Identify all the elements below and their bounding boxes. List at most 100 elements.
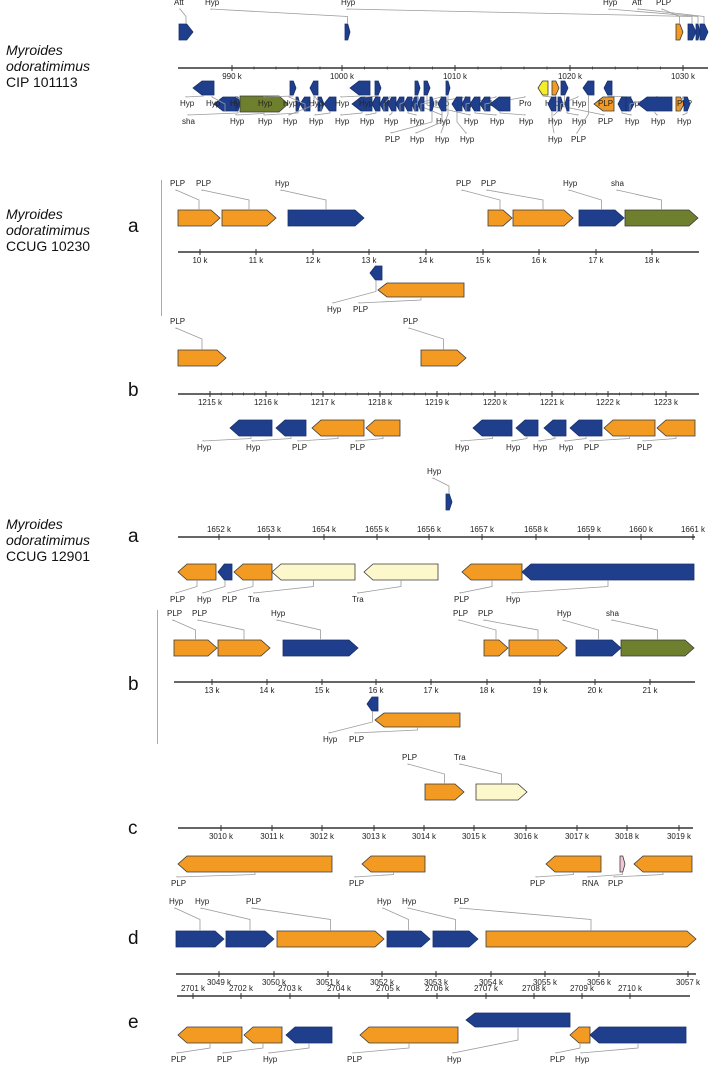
gene-label: PLP — [167, 609, 182, 618]
gene-arrow-hyp: PLP — [385, 96, 435, 144]
axis-tick-label: 18 k — [479, 686, 495, 695]
gene-shape — [414, 80, 421, 96]
axis-tick-label: 20 k — [587, 686, 603, 695]
gene-shape — [285, 1026, 333, 1044]
gene-shape — [461, 563, 523, 581]
gene-shape — [177, 349, 227, 367]
gene-arrow-hyp: Hyp — [563, 179, 625, 227]
gene-leader-line — [465, 96, 497, 111]
gene-leader-line — [365, 111, 377, 116]
gene-label: Hyp — [410, 135, 425, 144]
gene-leader-line — [616, 189, 662, 210]
gene-shape — [377, 282, 465, 298]
gene-shape — [366, 696, 379, 712]
gene-arrow-plp: PLP — [292, 419, 365, 452]
gene-leader-line — [288, 96, 306, 111]
axis-tick-label: 2705 k — [376, 984, 401, 993]
gene-label: PLP — [598, 117, 613, 126]
gene-shape — [569, 1026, 591, 1044]
gene-leader-line — [340, 111, 363, 116]
gene-shape — [287, 209, 365, 227]
panel-bracket — [157, 610, 158, 744]
gene-arrow-hyp: Hyp — [403, 96, 425, 126]
axis-tick-label: 1661 k — [681, 525, 706, 534]
gene-leader-line — [456, 111, 467, 135]
gene-arrow-plp: PLP — [637, 419, 696, 452]
gene-label: Hyp — [460, 135, 475, 144]
gene-shape — [624, 209, 699, 227]
gene-shape — [233, 563, 273, 581]
gene-shape — [420, 349, 467, 367]
gene-label: PLP — [571, 135, 586, 144]
gene-leader-line — [440, 95, 449, 134]
gene-arrow-hyp: Hyp — [402, 897, 479, 948]
gene-shape — [424, 783, 465, 801]
gene-leader-line — [210, 8, 348, 24]
gene-shape — [177, 563, 217, 581]
gene-label: Tra — [352, 595, 364, 604]
axis-tick-label: 14 k — [259, 686, 275, 695]
gene-leader-line — [613, 872, 664, 878]
gene-shape — [239, 95, 289, 113]
gene-leader-line — [654, 111, 658, 116]
gene-label: PLP — [456, 179, 471, 188]
gene-leader-line — [564, 436, 587, 442]
gene-leader-line — [535, 872, 574, 878]
gene-leader-line — [608, 8, 699, 24]
axis-tick-label: 1223 k — [654, 398, 679, 407]
gene-shape — [282, 639, 359, 657]
gene-label: sha — [182, 117, 195, 126]
gene-arrow-hyp: Hyp — [469, 96, 505, 126]
gene-label: Hyp — [410, 117, 425, 126]
gene-arrow-hyp: Att — [174, 0, 194, 41]
gene-leader-line — [542, 95, 552, 98]
organism-species: odoratimimus — [6, 222, 91, 238]
gene-label: PLP — [481, 179, 496, 188]
gene-shape — [387, 96, 397, 112]
gene-label: Hyp — [435, 135, 450, 144]
gene-label: Hyp — [341, 0, 356, 7]
gene-label: Hyp — [335, 117, 350, 126]
gene-label: Hyp — [263, 1055, 278, 1064]
axis-tick-label: 13 k — [204, 686, 220, 695]
axis-tick-label: 16 k — [531, 256, 547, 265]
axis-tick-label: 1221 k — [540, 398, 565, 407]
gene-label: Hyp — [575, 1055, 590, 1064]
gene-label: PLP — [454, 897, 469, 906]
gene-label: Hyp — [506, 595, 521, 604]
gene-label: PLP — [550, 1055, 565, 1064]
gene-leader-line — [389, 111, 393, 116]
panel-bracket — [161, 180, 162, 316]
gene-arrow-plp: PLP — [196, 179, 277, 227]
gene-arrow-plp: PLP — [349, 855, 426, 888]
gene-arrow-plp: PLP — [217, 1026, 283, 1064]
gene-leader-line — [352, 1043, 410, 1054]
axis-tick-label: 12 k — [305, 256, 321, 265]
gene-arrow-plp: PLP — [453, 609, 509, 657]
axis-tick-label: 1030 k — [671, 72, 696, 81]
gene-arrow-plp: PLP — [192, 609, 271, 657]
axis-tick-label: 1657 k — [470, 525, 495, 534]
gene-shape — [451, 96, 463, 112]
gene-arrow-hyp: Hyp — [258, 80, 297, 108]
gene-leader-line — [461, 189, 501, 210]
gene-arrow-sha: sha — [611, 179, 699, 227]
gene-arrow-hyp: Hyp — [335, 80, 371, 108]
gene-leader-line — [197, 619, 245, 640]
axis-tick-label: 3013 k — [362, 832, 387, 841]
axis-tick-label: 11 k — [249, 256, 265, 265]
gene-shape — [683, 96, 691, 112]
gene-leader-line — [407, 907, 456, 931]
gene-leader-line — [328, 711, 373, 734]
gene-label: Hyp — [603, 0, 618, 7]
gene-label: Hyp — [490, 117, 505, 126]
axis-tick-label: 1215 k — [198, 398, 223, 407]
gene-leader-line — [235, 112, 265, 116]
gene-label: Hyp — [533, 443, 548, 452]
gene-shape — [221, 209, 277, 227]
gene-arrow-plp: PLP — [478, 609, 568, 657]
gene-label: PLP — [637, 443, 652, 452]
axis-tick-label: 1653 k — [257, 525, 282, 534]
gene-shape — [699, 23, 709, 41]
gene-leader-line — [355, 436, 384, 442]
